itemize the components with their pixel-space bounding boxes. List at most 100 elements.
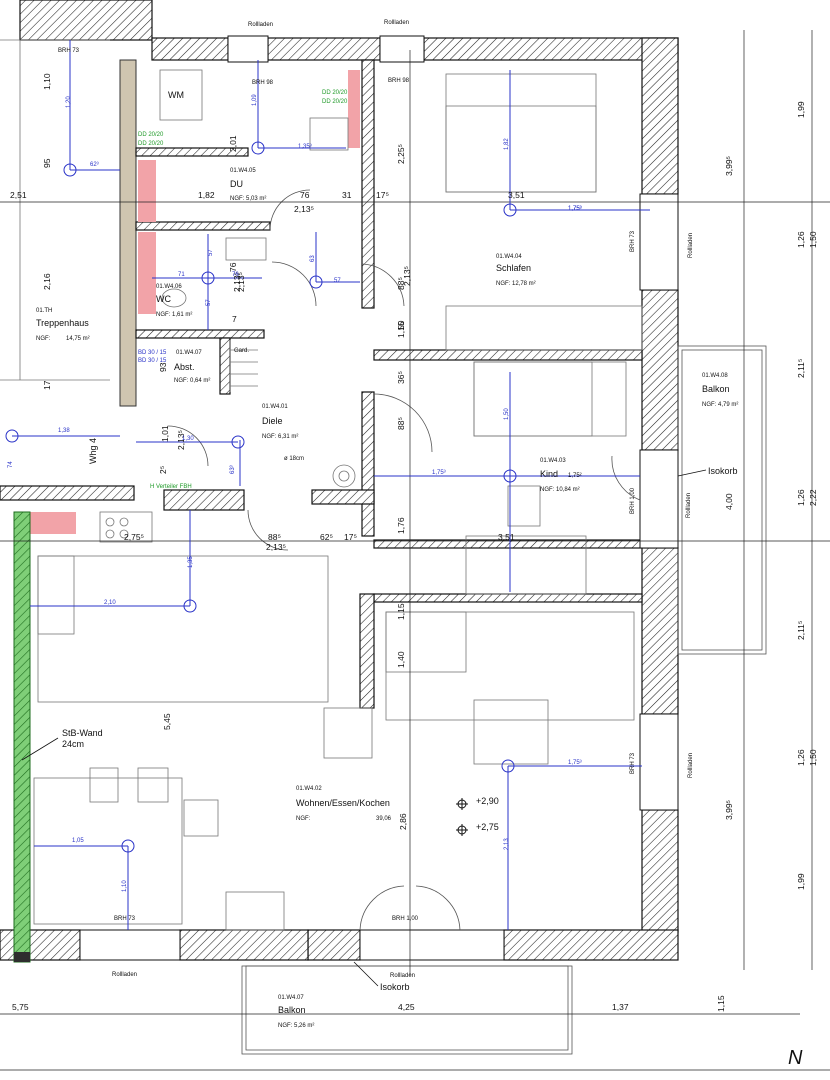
svg-text:BRH 73: BRH 73 (58, 48, 80, 54)
interior-dim-label: 17⁵ (376, 190, 389, 200)
svg-text:DD 20/20: DD 20/20 (322, 90, 348, 96)
right-dim-label: 2,22 (808, 489, 818, 506)
interior-dim-label: 36⁵ (396, 371, 406, 384)
blue-dim-label: 74 (8, 461, 14, 468)
interior-walls (13, 59, 643, 963)
right-dim-label: 1,50 (808, 749, 818, 766)
interior-dim-label: 2,13⁵ (236, 272, 246, 292)
blue-dim-label: 2,13 (504, 838, 510, 850)
right-dim-label: 1,99 (796, 101, 806, 118)
blue-dim-label: 1,75³ (568, 206, 582, 212)
svg-text:DD 20/20: DD 20/20 (322, 99, 348, 105)
interior-dim-label: 31 (342, 190, 352, 200)
svg-text:01.W4.01: 01.W4.01 (262, 404, 288, 410)
svg-text:NGF: 4,79 m²: NGF: 4,79 m² (702, 402, 738, 408)
blue-dim-label: 57 (334, 278, 341, 284)
svg-text:Rollladen: Rollladen (384, 20, 409, 26)
interior-dim-label: 1,15 (396, 603, 406, 620)
interior-dim-label: 2⁵ (158, 466, 168, 474)
interior-dim-label: 1,15 (396, 321, 406, 338)
svg-text:BRH 73: BRH 73 (114, 916, 136, 922)
room-kind: 01.W4.03 Kind 1,75² NGF: 10,84 m² (540, 458, 582, 493)
annotations: WM Whg 4 StB-Wand 24cm Isokorb Isokorb R… (58, 20, 803, 1069)
svg-text:Isokorb: Isokorb (708, 466, 738, 476)
room-abst: 01.W4.07 Abst. NGF: 0,64 m² (174, 350, 210, 384)
interior-dim-label: 2,13⁵ (402, 266, 412, 286)
svg-text:+2,90: +2,90 (476, 796, 499, 806)
svg-text:BRH 1,00: BRH 1,00 (392, 916, 419, 922)
exterior-walls (0, 0, 679, 961)
svg-text:Treppenhaus: Treppenhaus (36, 318, 89, 328)
interior-dim-label: 2,75⁵ (124, 532, 144, 542)
level-markers (456, 798, 468, 836)
svg-text:NGF: 5,26 m²: NGF: 5,26 m² (278, 1023, 314, 1029)
svg-text:Rollladen: Rollladen (112, 972, 137, 978)
svg-text:Balkon: Balkon (278, 1005, 306, 1015)
svg-text:Rollladen: Rollladen (686, 493, 692, 518)
interior-dim-label: 17 (42, 380, 52, 390)
blue-dim-label: 1,75³ (568, 760, 582, 766)
svg-text:Gard.: Gard. (234, 348, 249, 354)
interior-dim-label: 3,51 (498, 532, 515, 542)
blue-dim-label: 2,10 (104, 600, 116, 606)
blue-dim-label: 1,10 (122, 880, 128, 892)
blue-dim-label: 1,20 (66, 96, 72, 108)
right-dim-label: 4,00 (724, 493, 734, 510)
svg-text:Kind: Kind (540, 469, 558, 479)
svg-text:ø 18cm: ø 18cm (284, 456, 304, 462)
room-treppenhaus: 01.TH Treppenhaus NGF: 14,75 m² (36, 308, 90, 342)
svg-text:01.W4.07: 01.W4.07 (278, 995, 304, 1001)
room-wc: 01.W4.06 WC NGF: 1,61 m² (156, 284, 192, 318)
interior-dim-label: 88⁵ (396, 417, 406, 430)
right-dim-label: 2,11⁵ (796, 359, 806, 378)
svg-text:BRH 73: BRH 73 (630, 752, 636, 774)
balcony-south (241, 965, 573, 1055)
right-dim-label: 3,99⁵ (724, 156, 734, 176)
svg-text:NGF: 6,31 m²: NGF: 6,31 m² (262, 434, 298, 440)
svg-text:01.W4.07: 01.W4.07 (176, 350, 202, 356)
blue-dim-label: 1,05 (72, 838, 84, 844)
blue-dim-label: 1,35 (188, 556, 194, 568)
blue-dim-label: 1,38 (58, 428, 70, 434)
svg-text:NGF: 5,03 m²: NGF: 5,03 m² (230, 196, 266, 202)
svg-text:StB-Wand: StB-Wand (62, 728, 103, 738)
bottom-dim-label: 1,37 (612, 1002, 629, 1012)
blue-dim-label: 62³ (90, 162, 99, 168)
interior-dim-label: 2,25⁵ (396, 144, 406, 164)
svg-text:+2,75: +2,75 (476, 822, 499, 832)
svg-text:Rollladen: Rollladen (688, 753, 694, 778)
dimension-lines (0, 30, 830, 1071)
room-balkon-east: 01.W4.08 Balkon NGF: 4,79 m² (702, 373, 738, 408)
svg-text:NGF:: NGF: (36, 336, 51, 342)
svg-text:01.W4.08: 01.W4.08 (702, 373, 728, 379)
blue-dim-label: 1,75³ (432, 470, 446, 476)
windows (79, 35, 679, 961)
room-wohnen: 01.W4.02 Wohnen/Essen/Kochen NGF: 39,06 (296, 786, 392, 822)
right-dim-label: 1,26 (796, 231, 806, 248)
right-dim-label: 1,50 (808, 231, 818, 248)
svg-text:WM: WM (168, 90, 184, 100)
interior-dim-label: 76 (228, 262, 238, 272)
svg-text:BRH 98: BRH 98 (388, 78, 410, 84)
svg-text:DD 20/20: DD 20/20 (138, 141, 164, 147)
svg-text:Abst.: Abst. (174, 362, 195, 372)
interior-dim-label: 88⁵ (396, 277, 406, 290)
svg-text:Whg 4: Whg 4 (88, 438, 98, 464)
svg-text:DU: DU (230, 179, 243, 189)
interior-dim-label: 88⁵ (268, 532, 281, 542)
blue-dim-label: 1,30 (182, 436, 194, 442)
blue-dim-label: 1,50 (504, 408, 510, 420)
interior-dim-label: 1,82 (198, 190, 215, 200)
interior-dim-label: 2,16 (42, 273, 52, 290)
interior-dim-label: 62⁵ (320, 532, 333, 542)
blue-dim-label: 1,09 (252, 94, 258, 106)
room-du: 01.W4.05 DU NGF: 5,03 m² (230, 168, 266, 202)
right-dim-label: 1,26 (796, 489, 806, 506)
svg-text:Rollladen: Rollladen (248, 22, 273, 28)
blue-dim-label: 71 (178, 272, 185, 278)
svg-text:01.W4.02: 01.W4.02 (296, 786, 322, 792)
svg-text:NGF: 1,61 m²: NGF: 1,61 m² (156, 312, 192, 318)
svg-text:NGF:: NGF: (296, 816, 311, 822)
right-dim-label: 1,26 (796, 749, 806, 766)
